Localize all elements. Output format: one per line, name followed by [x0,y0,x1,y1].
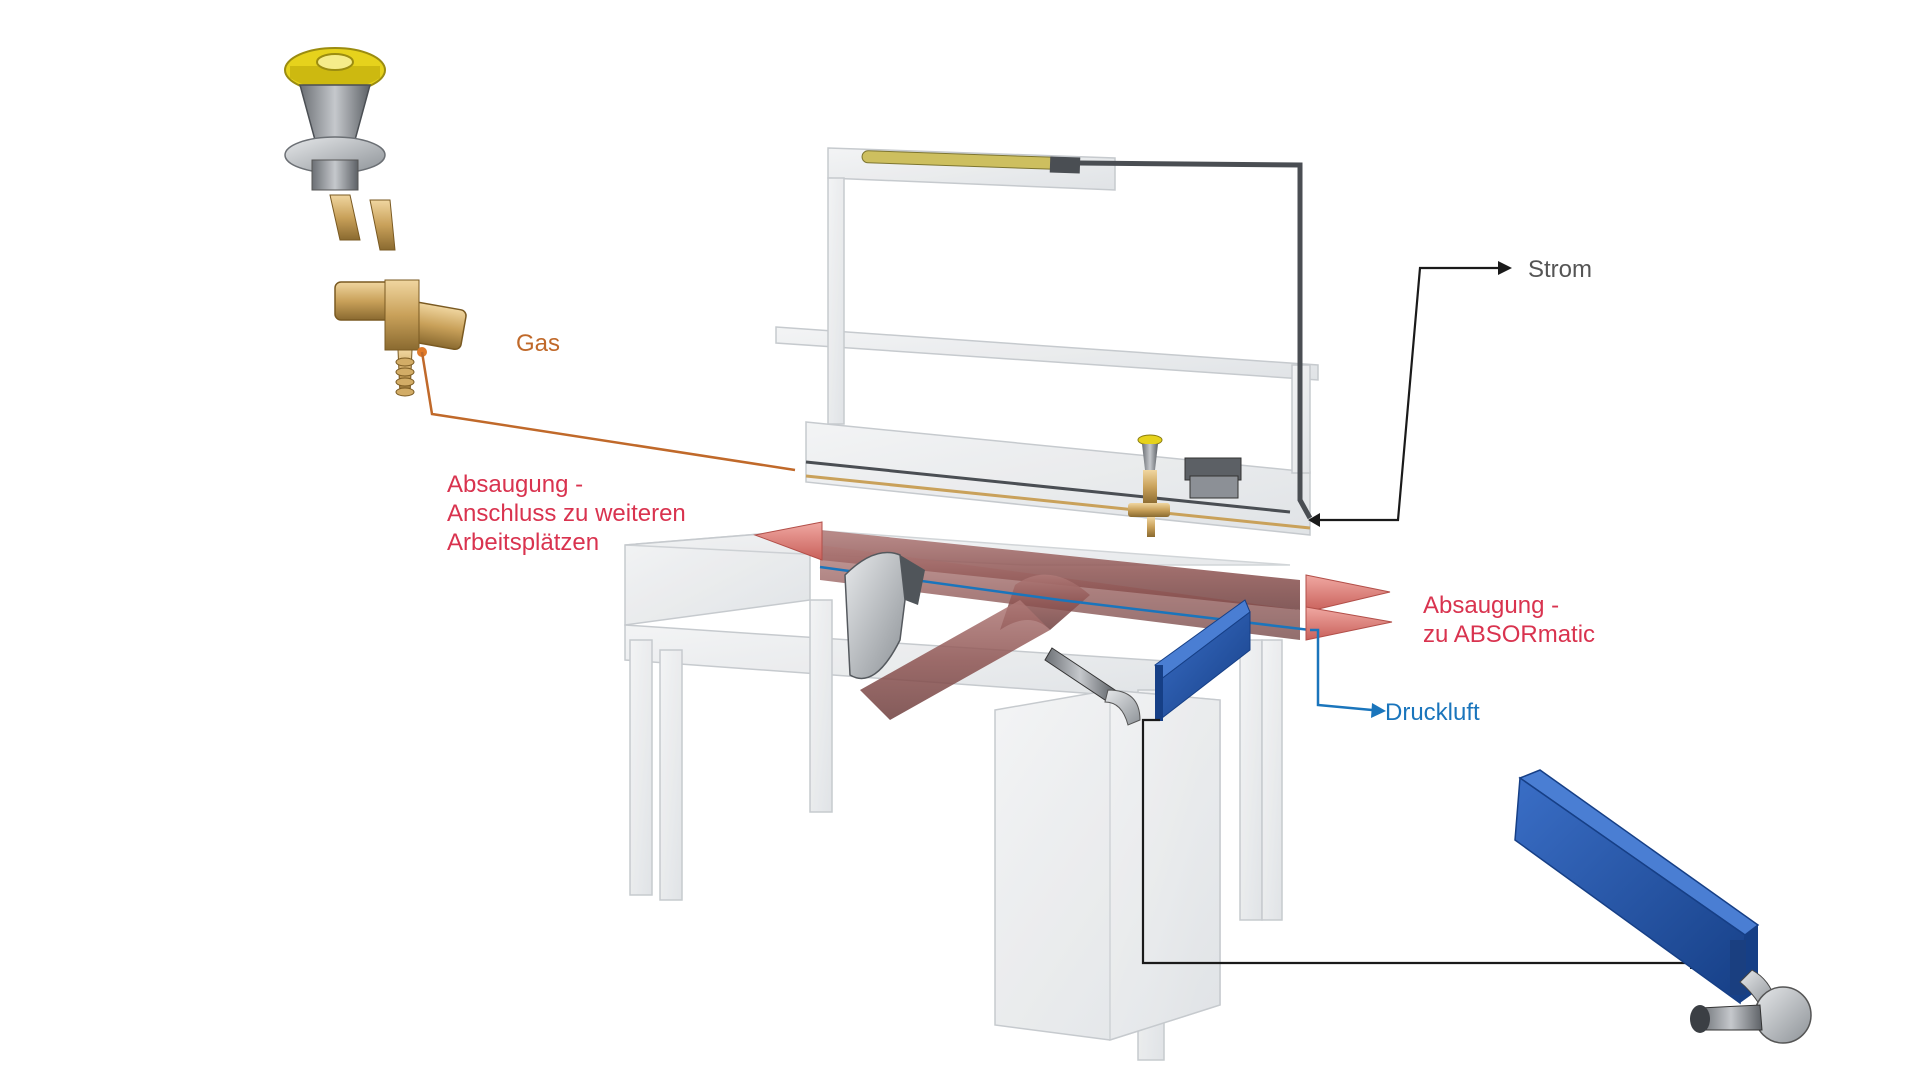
power-cable [1079,160,1313,520]
gas-connector [420,351,796,472]
absaugung-left-line-3: Arbeitsplätzen [447,529,600,556]
workbench-frame [624,147,1319,1061]
strom-label-text: Strom [1528,256,1593,283]
absaugung-left-label: Absaugung - Anschluss zu weiteren Arbeit… [447,470,686,557]
absaugung-right-label: Absaugung - zu ABSORmatic [1423,591,1595,649]
strom-label: Strom [1528,255,1592,284]
absaugung-right-line-1: Absaugung - [1423,592,1560,619]
extraction-cone-left [753,521,823,561]
extraction-cone-right-lower [1305,606,1393,641]
druckluft-label: Druckluft [1385,698,1480,727]
bench-gas-tap [1128,434,1170,537]
druckluft-label-text: Druckluft [1385,699,1480,726]
absaugung-right-line-2: zu ABSORmatic [1423,621,1596,648]
handpiece-detail [1690,969,1812,1044]
gas-label-text: Gas [516,330,561,357]
absaugung-left-line-1: Absaugung - [447,471,584,498]
extraction-hood [844,551,925,680]
gas-label: Gas [516,329,560,358]
strom-connector [1308,261,1512,527]
blue-module-bench [1154,599,1251,721]
absaugung-left-line-2: Anschluss zu weiteren [447,500,686,527]
power-socket [1184,457,1242,499]
gas-valve [284,47,467,397]
handpiece-bench [1044,647,1141,726]
druckluft-connector [1310,628,1386,718]
extraction-cone-right-upper [1305,574,1391,613]
extraction-duct [820,530,1300,720]
blue-module-detail [1514,769,1760,1005]
